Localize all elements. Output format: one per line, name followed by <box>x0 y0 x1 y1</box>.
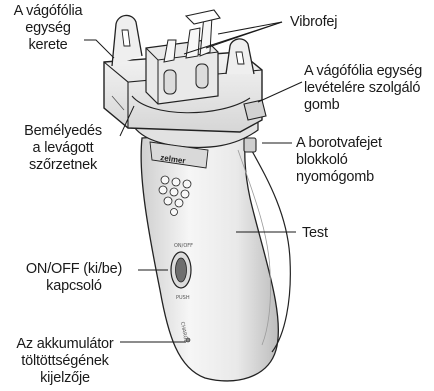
label-battery-indicator: Az akkumulátor töltöttségének kijelzője <box>2 336 128 387</box>
label-lock-button: A borotvafejet blokkoló nyomógomb <box>296 135 426 186</box>
label-hair-cavity: Bemélyedés a levágott szőrzetnek <box>2 123 124 174</box>
label-vibro-head: Vibrofej <box>290 14 337 31</box>
label-body: Test <box>302 225 328 242</box>
shaver-body <box>141 132 278 381</box>
label-release-button: A vágófólia egység levételére szolgáló g… <box>304 63 432 114</box>
head-lock-button[interactable] <box>244 138 256 152</box>
switch-top-label: ON/OFF <box>174 243 193 249</box>
label-power-switch: ON/OFF (ki/be) kapcsoló <box>8 261 140 295</box>
switch-bottom-label: PUSH <box>176 295 190 301</box>
label-frame: A vágófólia egység kerete <box>2 3 94 54</box>
foil-release-button[interactable] <box>244 100 266 120</box>
charge-led <box>186 338 190 342</box>
vibro-head <box>186 10 220 24</box>
